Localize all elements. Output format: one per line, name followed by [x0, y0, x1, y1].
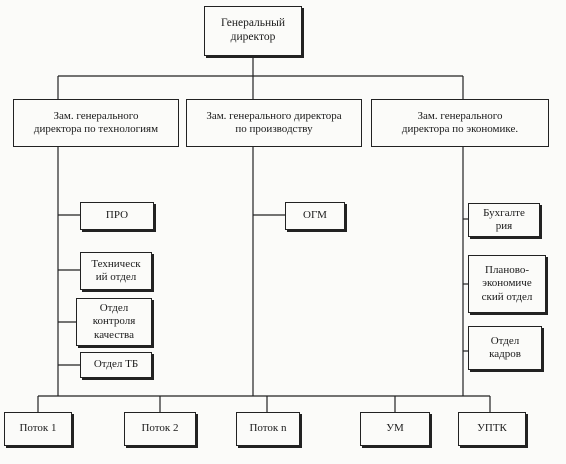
unit-flow-2-box: Поток 2 — [124, 412, 196, 446]
dept-quality-control-box: Отдел контроля качества — [76, 298, 152, 346]
deputy-production-box: Зам. генерального директора по производс… — [186, 99, 362, 147]
unit-flow-1-box: Поток 1 — [4, 412, 72, 446]
dept-accounting-box: Бухгалте рия — [468, 203, 540, 237]
general-director-box: Генеральный директор — [204, 6, 302, 56]
dept-pro-box: ПРО — [80, 202, 154, 230]
dept-safety-box: Отдел ТБ — [80, 352, 152, 378]
dept-hr-box: Отдел кадров — [468, 326, 542, 370]
deputy-economics-box: Зам. генерального директора по экономике… — [371, 99, 549, 147]
dept-technical-box: Техническ ий отдел — [80, 252, 152, 290]
unit-um-box: УМ — [360, 412, 430, 446]
unit-uptk-box: УПТК — [458, 412, 526, 446]
deputy-technology-box: Зам. генерального директора по технологи… — [13, 99, 179, 147]
dept-planning-box: Планово- экономиче ский отдел — [468, 255, 546, 313]
unit-flow-n-box: Поток n — [236, 412, 300, 446]
dept-ogm-box: ОГМ — [285, 202, 345, 230]
